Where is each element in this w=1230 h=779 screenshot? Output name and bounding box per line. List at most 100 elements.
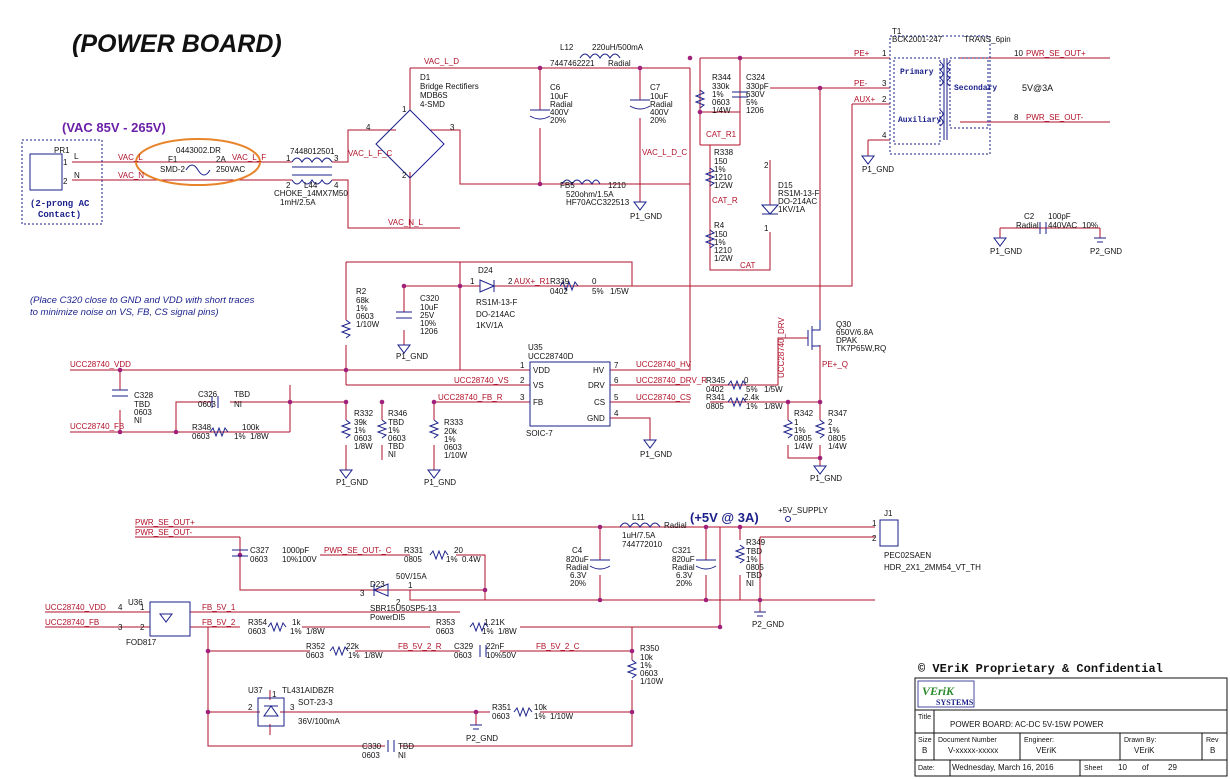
c320-tol: 10% — [420, 319, 436, 328]
c321-pkg: Radial — [672, 563, 695, 572]
d23-p1: 1 — [408, 581, 413, 590]
pr1-pin2: 2 — [63, 177, 68, 186]
tb-size-value: B — [922, 746, 927, 755]
f1-pkg: SMD-2 — [160, 165, 185, 174]
t1-p2: 2 — [882, 95, 887, 104]
r345-tol: 5% — [746, 385, 758, 394]
c2-val: 100pF — [1048, 212, 1071, 221]
r2-ref: R2 — [356, 287, 367, 296]
net-fb-r: UCC28740_FB_R — [438, 393, 503, 402]
l44-p2: 2 — [286, 181, 291, 190]
r333-ref: R333 — [444, 418, 464, 427]
fb5-ref: FB5 — [560, 181, 575, 190]
u35-p1: 1 — [520, 361, 525, 370]
c4-val: 820uF — [566, 555, 589, 564]
p1-gnd-4: P1_GND — [396, 352, 428, 361]
u35-drv: DRV — [588, 381, 605, 390]
c7-tol: 20% — [650, 116, 666, 125]
net-cat-r: CAT_R — [712, 196, 738, 205]
r341-tol: 1% — [746, 402, 758, 411]
c327-v: 100V — [298, 555, 317, 564]
p1-gnd-1: P1_GND — [630, 212, 662, 221]
r332-tol: 1% — [354, 426, 366, 435]
r348-pw: 1/8W — [250, 432, 269, 441]
d23-pkg: PowerDI5 — [370, 613, 406, 622]
r331-pw: 0.4W — [462, 555, 481, 564]
d23-ref: D23 — [370, 580, 385, 589]
net-fb-5v-1: FB_5V_1 — [202, 603, 236, 612]
net-drv-r: UCC28740_DRV_R — [636, 376, 707, 385]
d15-p1: 1 — [764, 224, 769, 233]
junctions — [117, 55, 823, 715]
u35-p2: 2 — [520, 376, 525, 385]
net-fb-2: UCC28740_FB — [45, 618, 99, 627]
d1-desc: Bridge Rectifiers — [420, 82, 479, 91]
net-fb-5v-2-r: FB_5V_2_R — [398, 642, 442, 651]
pr1-ref: PR1 — [54, 146, 70, 155]
tb-sheet-total: 29 — [1168, 763, 1177, 772]
symbols — [21, 35, 1047, 752]
r347-val: 2 — [828, 418, 833, 427]
r354-pkg: 0603 — [248, 627, 266, 636]
l12-part: 7447462221 — [550, 59, 595, 68]
c330-ni: NI — [398, 751, 406, 760]
c324-val: 330pF — [746, 82, 769, 91]
t1-part: BCK2001-247 — [892, 35, 943, 44]
r352-pkg: 0603 — [306, 651, 324, 660]
d23-p2: 2 — [396, 598, 401, 607]
r344-pw: 1/4W — [712, 106, 731, 115]
u35-fb: FB — [533, 398, 543, 407]
u36-p2: 2 — [140, 623, 145, 632]
u37-p3: 3 — [290, 703, 295, 712]
c329-v: 50V — [502, 651, 517, 660]
u35-hv: HV — [593, 366, 605, 375]
tb-sheet-label: Sheet — [1084, 765, 1102, 772]
tb-title-value: POWER BOARD: AC-DC 5V-15W POWER — [950, 720, 1104, 729]
c326-ni: NI — [234, 400, 242, 409]
net-vac-l: VAC_L — [118, 153, 143, 162]
c328-val: TBD — [134, 400, 150, 409]
f1-part: 0443002.DR — [176, 146, 221, 155]
net-pe-plus-q: PE+_Q — [822, 360, 848, 369]
r331-val: 20 — [454, 546, 463, 555]
t1-ref: T1 — [892, 27, 902, 36]
page-title: (POWER BOARD) — [72, 30, 282, 58]
r346-pkg: 0603 — [388, 434, 406, 443]
t1-secondary: Secondary — [954, 84, 997, 93]
ground-symbols — [339, 155, 1106, 730]
net-vac-n: VAC_N — [118, 171, 144, 180]
net-cat: CAT — [740, 261, 756, 270]
tb-rev-label: Rev — [1206, 737, 1219, 744]
c6-v: 400V — [550, 108, 569, 117]
u35-p4: 4 — [614, 409, 619, 418]
c320-pkg: 1206 — [420, 327, 438, 336]
r344-ref: R344 — [712, 73, 732, 82]
r351-tol: 1% — [534, 712, 546, 721]
u35-pkg: SOIC-7 — [526, 429, 553, 438]
d1-pkg: 4-SMD — [420, 100, 445, 109]
pr1-note-2: Contact) — [38, 210, 81, 220]
net-pwr-se-out-minus: PWR_SE_OUT- — [135, 528, 193, 537]
l11-ref: L11 — [632, 513, 645, 522]
logo-box — [917, 680, 975, 708]
j1-sym: HDR_2X1_2MM54_VT_TH — [884, 563, 981, 572]
tb-drawn-label: Drawn By: — [1124, 737, 1156, 744]
r345-ref: R345 — [706, 376, 726, 385]
u35-p6: 6 — [614, 376, 619, 385]
r346-tol: 1% — [388, 426, 400, 435]
r348-ref: R348 — [192, 423, 212, 432]
d1-ref: D1 — [420, 73, 431, 82]
c7-v: 400V — [650, 108, 669, 117]
c2-v: 440VAC — [1048, 221, 1077, 230]
t1-p3: 3 — [882, 79, 887, 88]
net-fb-5v-2-c: FB_5V_2_C — [536, 642, 580, 651]
r352-ref: R352 — [306, 642, 326, 651]
d1-part: MDB6S — [420, 91, 448, 100]
d24-val: 1KV/1A — [476, 321, 504, 330]
output-title: (+5V @ 3A) — [690, 510, 759, 525]
u35-p5: 5 — [614, 393, 619, 402]
tb-docnum-value: V-xxxxx-xxxxx — [948, 746, 998, 755]
u35-part: UCC28740D — [528, 352, 574, 361]
d15-p2: 2 — [764, 161, 769, 170]
r339-ref: R339 — [550, 277, 570, 286]
